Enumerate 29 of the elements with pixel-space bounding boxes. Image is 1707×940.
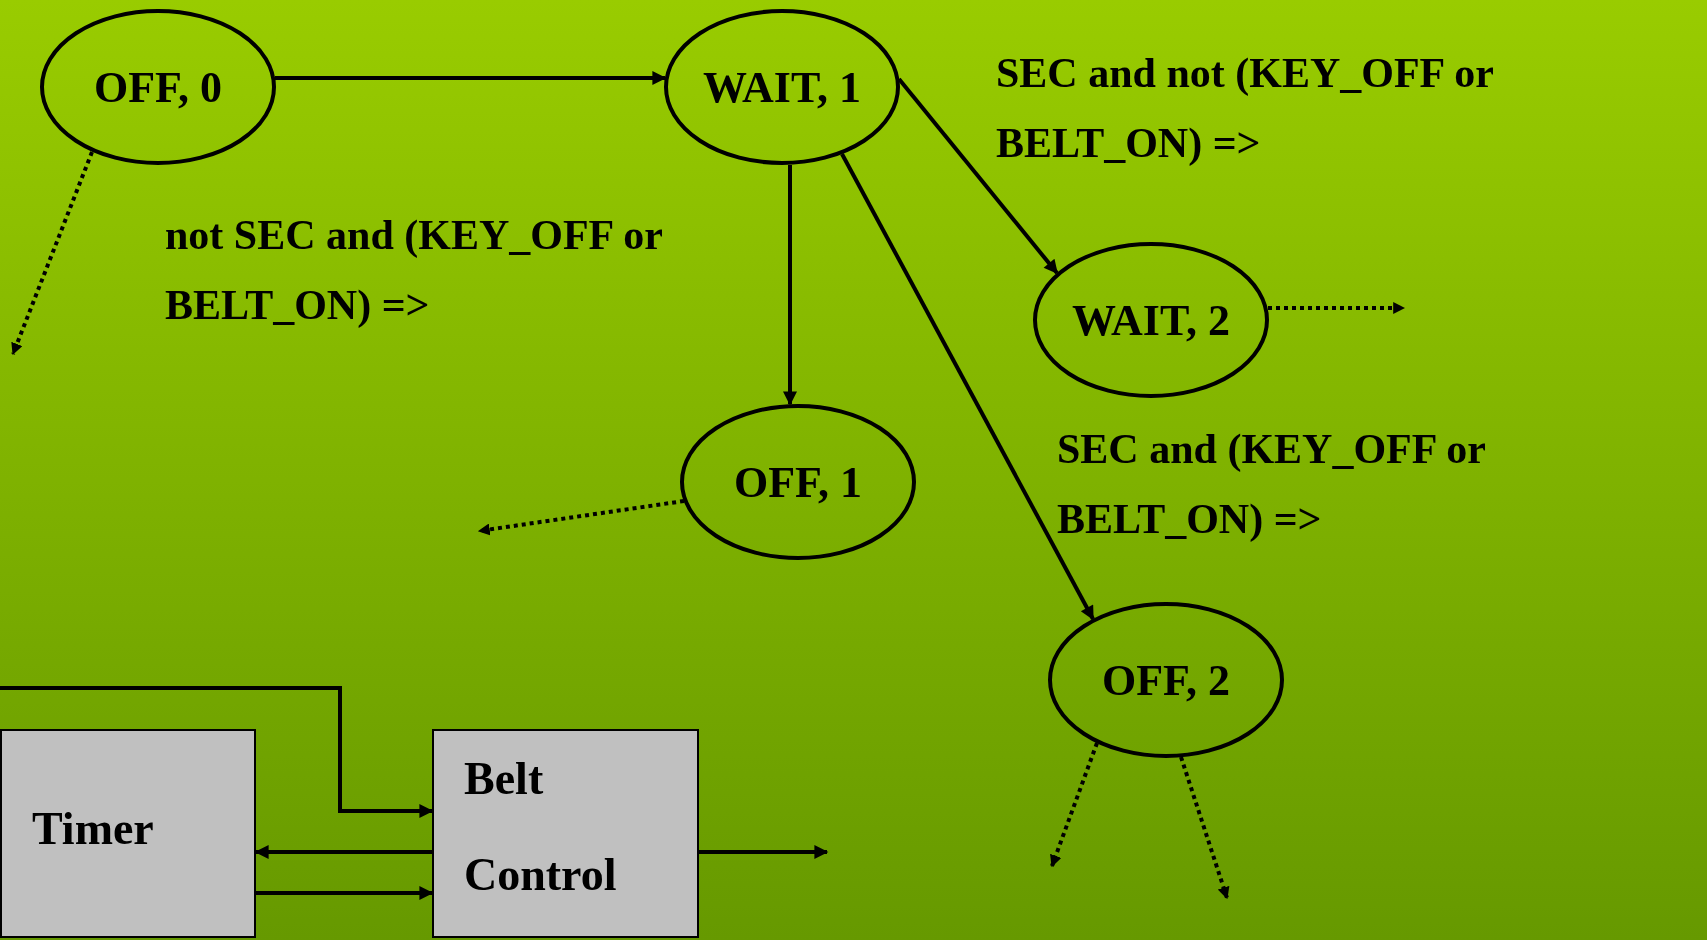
- arrow: [699, 845, 829, 859]
- state-ellipse: [40, 9, 276, 165]
- state-name: OFF, 1: [734, 456, 862, 508]
- arrow: [897, 77, 1059, 275]
- block-box: [432, 729, 699, 938]
- state-ellipse: [1033, 242, 1269, 398]
- block-label: Belt Control: [464, 752, 618, 902]
- arrow: [275, 71, 667, 85]
- edge-label: SEC and (KEY_OFF or BELT_ON) =>: [1057, 425, 1487, 544]
- state-name: WAIT, 2: [1071, 294, 1231, 346]
- state-name: WAIT, 1: [702, 61, 862, 113]
- state-ellipse: [680, 404, 916, 560]
- block-box: [0, 729, 256, 938]
- state-ellipse: [1048, 602, 1284, 758]
- state-ellipse: [664, 9, 900, 165]
- arrow: [783, 165, 797, 406]
- arrow: [840, 153, 1095, 621]
- arrow: [256, 886, 434, 900]
- edge-label: not SEC and (KEY_OFF or BELT_ON) =>: [165, 211, 664, 330]
- dotted-arrow: [477, 499, 685, 536]
- dotted-arrow: [1179, 756, 1230, 900]
- block-label: Timer: [32, 802, 155, 856]
- dotted-arrow: [1050, 742, 1099, 868]
- state-name: OFF, 2: [1102, 654, 1230, 706]
- arrow: [0, 686, 434, 818]
- edge-label: SEC and not (KEY_OFF or BELT_ON) =>: [996, 49, 1495, 168]
- state-name: OFF, 0: [94, 61, 222, 113]
- dotted-arrow: [1268, 302, 1406, 314]
- dotted-arrow: [11, 151, 94, 356]
